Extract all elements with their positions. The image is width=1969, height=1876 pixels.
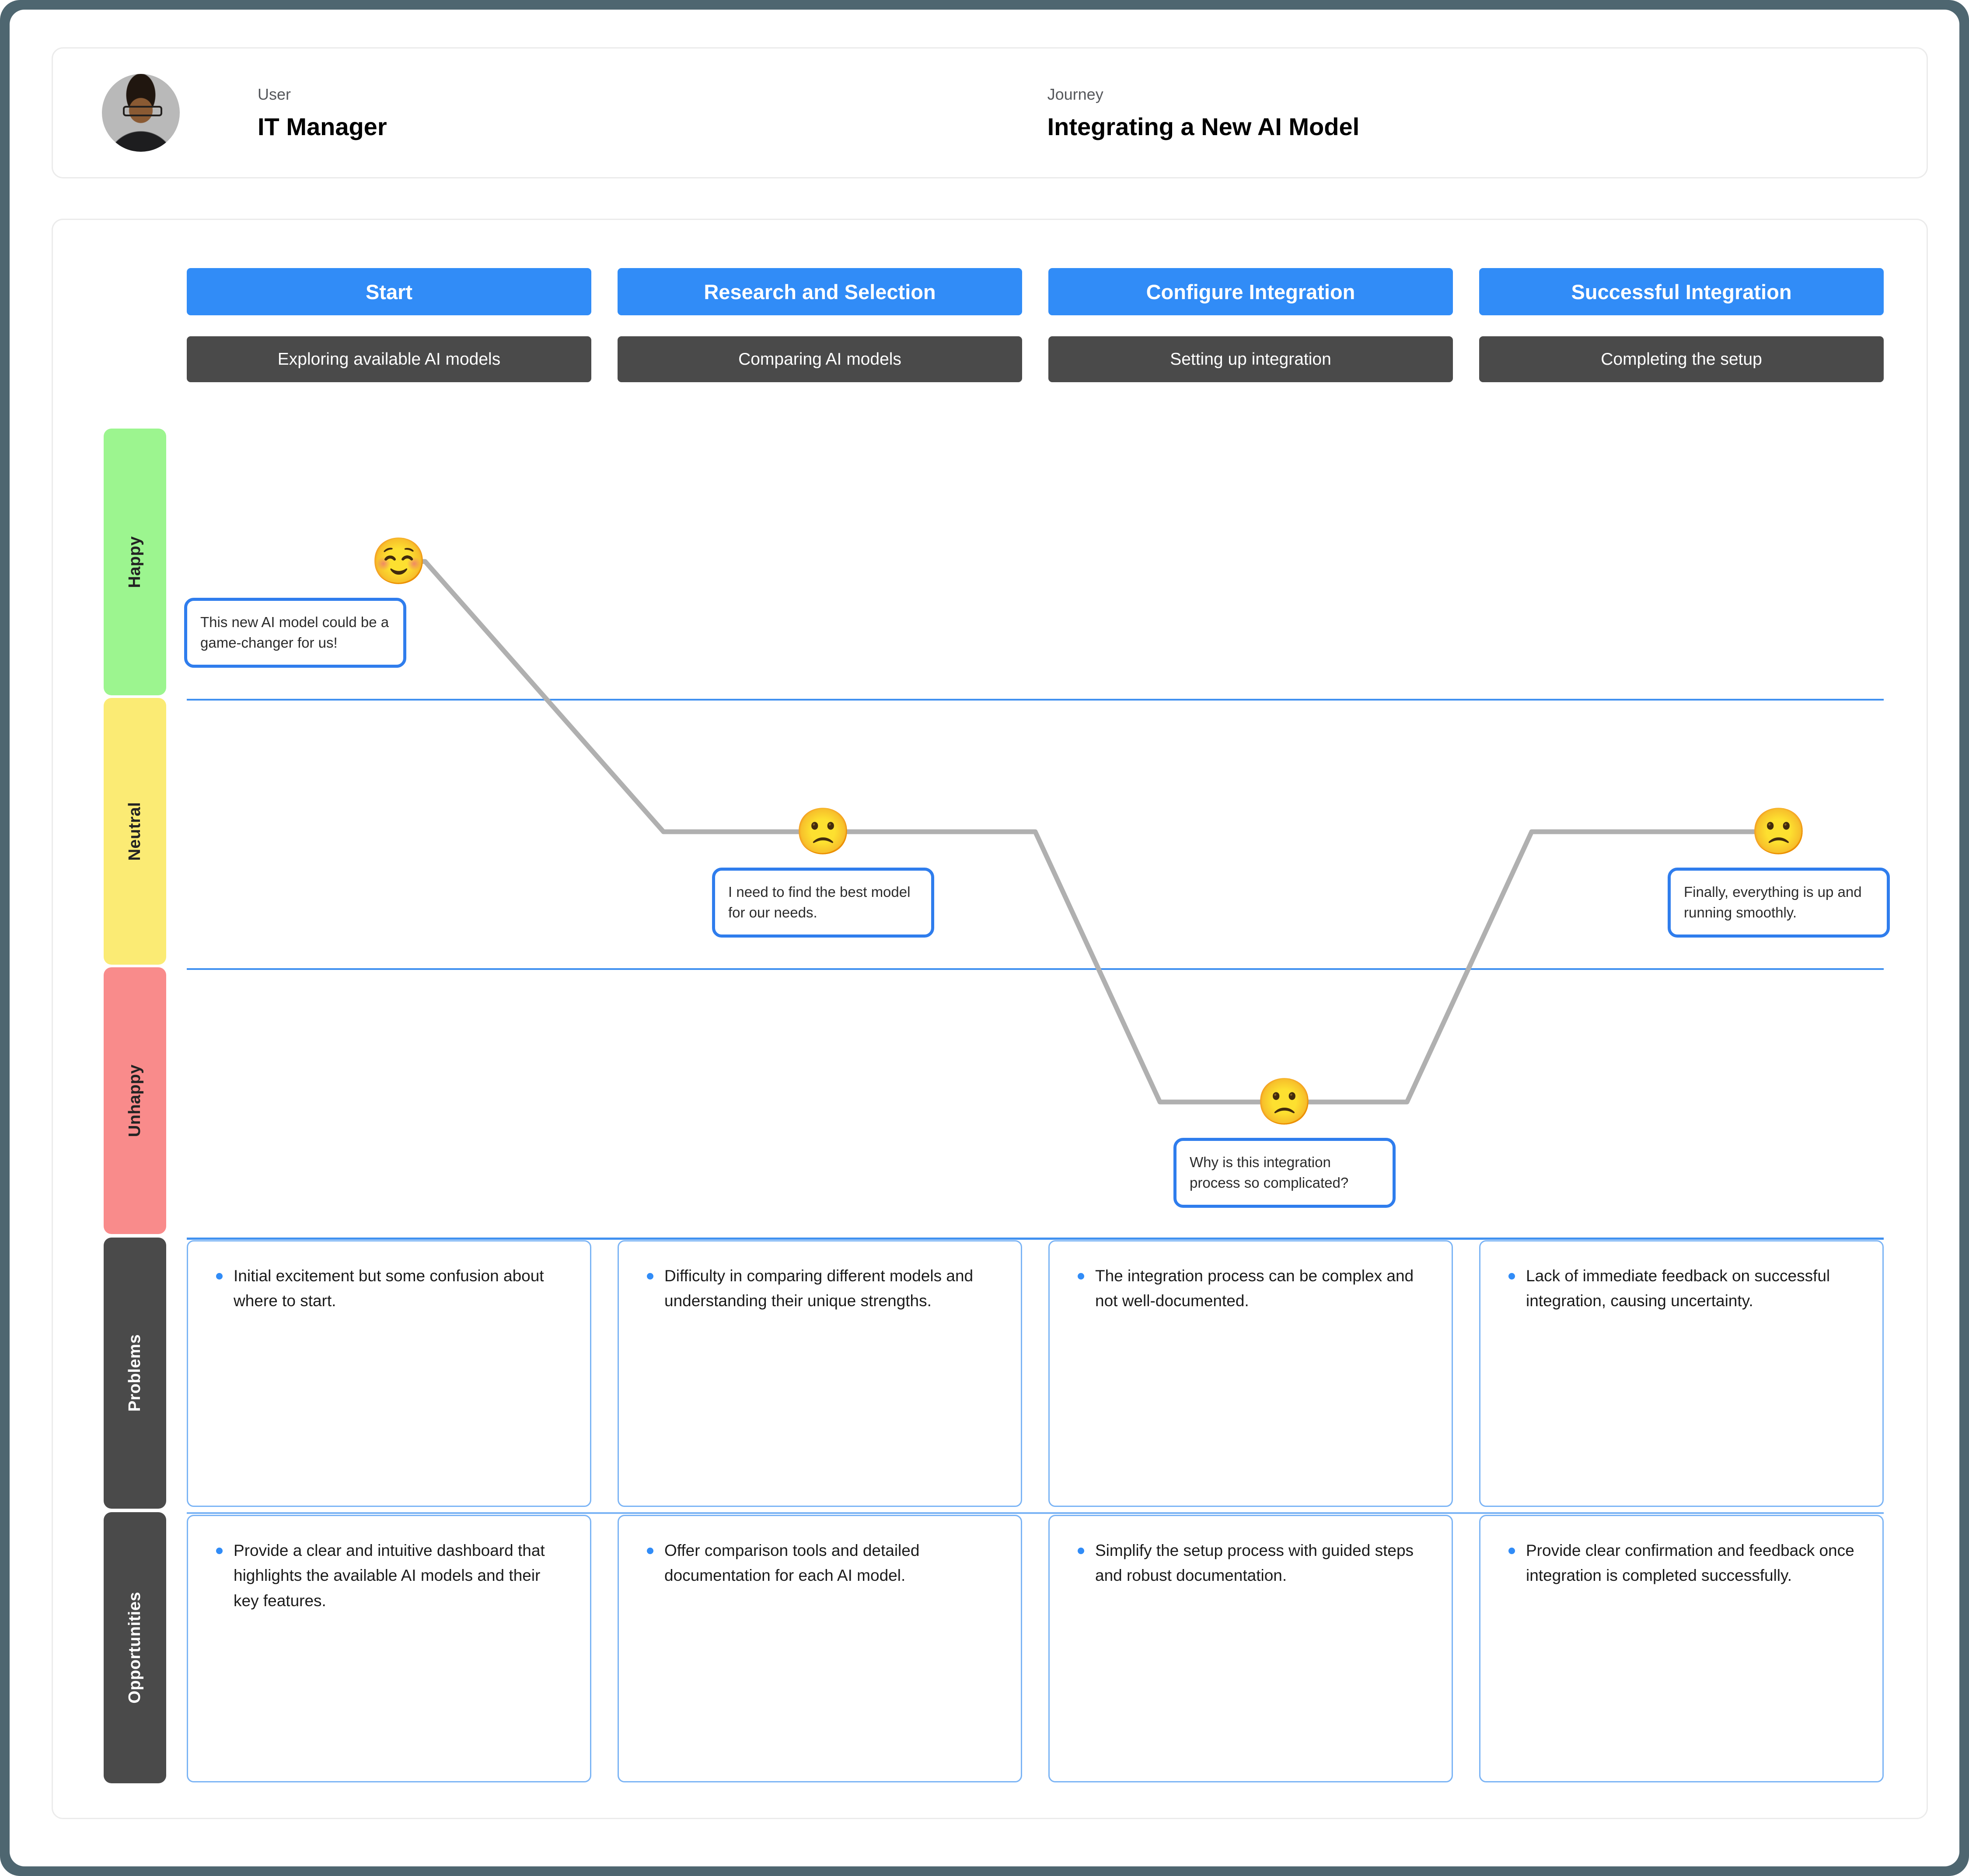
user-label: User	[258, 85, 291, 103]
quote-bubble-configure-integration[interactable]: Why is this integration process so compl…	[1173, 1138, 1396, 1208]
mood-marker-successful-integration[interactable]: 🙁	[1750, 806, 1807, 857]
problems-row: Initial excitement but some confusion ab…	[187, 1240, 1884, 1507]
user-value: IT Manager	[258, 113, 387, 140]
stage-title-4[interactable]: Successful Integration	[1479, 268, 1884, 315]
opportunities-cell-2: Offer comparison tools and detailed docu…	[618, 1515, 1022, 1782]
stage-column-1: Start Exploring available AI models	[187, 268, 591, 382]
mood-rail-neutral-label: Neutral	[126, 802, 144, 861]
problems-cell-1: Initial excitement but some confusion ab…	[187, 1240, 591, 1507]
section-rail-opportunities-label: Opportunities	[126, 1592, 144, 1704]
stage-subtitle-2[interactable]: Comparing AI models	[618, 336, 1022, 382]
opportunities-row: Provide a clear and intuitive dashboard …	[187, 1515, 1884, 1782]
problem-item: Difficulty in comparing different models…	[644, 1263, 995, 1314]
stage-column-4: Successful Integration Completing the se…	[1479, 268, 1884, 382]
stage-title-1[interactable]: Start	[187, 268, 591, 315]
opportunity-item: Provide clear confirmation and feedback …	[1506, 1538, 1857, 1588]
opportunities-cell-3: Simplify the setup process with guided s…	[1048, 1515, 1453, 1782]
journey-path-svg	[396, 559, 1781, 1105]
mood-marker-research-and-selection[interactable]: 🙁	[795, 806, 852, 857]
divider-happy-neutral	[187, 699, 1884, 701]
problems-cell-4: Lack of immediate feedback on successful…	[1479, 1240, 1884, 1507]
mood-rail-happy-label: Happy	[126, 536, 144, 588]
stage-subtitle-1[interactable]: Exploring available AI models	[187, 336, 591, 382]
section-rail-problems: Problems	[104, 1238, 166, 1509]
stage-header-row: Start Exploring available AI models Rese…	[187, 268, 1884, 382]
stage-column-3: Configure Integration Setting up integra…	[1048, 268, 1453, 382]
journey-label: Journey	[1047, 85, 1103, 103]
quote-bubble-successful-integration[interactable]: Finally, everything is up and running sm…	[1668, 868, 1890, 938]
journey-title: Integrating a New AI Model	[1047, 113, 1360, 140]
mood-rail-neutral: Neutral	[104, 698, 166, 965]
problems-cell-3: The integration process can be complex a…	[1048, 1240, 1453, 1507]
opportunity-item: Offer comparison tools and detailed docu…	[644, 1538, 995, 1588]
divider-moods-problems	[187, 1238, 1884, 1240]
section-rail-problems-label: Problems	[126, 1334, 144, 1412]
divider-neutral-unhappy	[187, 968, 1884, 970]
stage-title-2[interactable]: Research and Selection	[618, 268, 1022, 315]
divider-problems-opportunities	[187, 1512, 1884, 1514]
app-canvas: User IT Manager Journey Integrating a Ne…	[10, 10, 1959, 1866]
quote-bubble-research-and-selection[interactable]: I need to find the best model for our ne…	[712, 868, 934, 938]
opportunities-cell-4: Provide clear confirmation and feedback …	[1479, 1515, 1884, 1782]
journey-mood-line	[396, 559, 1781, 1105]
quote-bubble-start[interactable]: This new AI model could be a game-change…	[184, 598, 406, 668]
stage-subtitle-3[interactable]: Setting up integration	[1048, 336, 1453, 382]
mood-rail-unhappy: Unhappy	[104, 967, 166, 1234]
user-avatar	[102, 74, 180, 152]
opportunity-item: Provide a clear and intuitive dashboard …	[213, 1538, 565, 1613]
journey-block: Journey Integrating a New AI Model	[1047, 87, 1360, 139]
mood-marker-configure-integration[interactable]: 🙁	[1256, 1077, 1313, 1127]
stage-title-3[interactable]: Configure Integration	[1048, 268, 1453, 315]
problem-item: Lack of immediate feedback on successful…	[1506, 1263, 1857, 1314]
stage-subtitle-4[interactable]: Completing the setup	[1479, 336, 1884, 382]
journey-header-card: User IT Manager Journey Integrating a Ne…	[52, 47, 1928, 178]
problems-cell-2: Difficulty in comparing different models…	[618, 1240, 1022, 1507]
mood-rail-unhappy-label: Unhappy	[126, 1064, 144, 1137]
journey-map-card: Start Exploring available AI models Rese…	[52, 219, 1928, 1819]
user-block: User IT Manager	[258, 87, 387, 139]
opportunities-cell-1: Provide a clear and intuitive dashboard …	[187, 1515, 591, 1782]
journey-plot: ☺️ 🙁 🙁 🙁 This new AI model could be a ga…	[184, 429, 1890, 1244]
opportunity-item: Simplify the setup process with guided s…	[1075, 1538, 1426, 1588]
stage-column-2: Research and Selection Comparing AI mode…	[618, 268, 1022, 382]
mood-marker-start[interactable]: ☺️	[370, 536, 427, 587]
section-rail-opportunities: Opportunities	[104, 1512, 166, 1783]
problem-item: The integration process can be complex a…	[1075, 1263, 1426, 1314]
problem-item: Initial excitement but some confusion ab…	[213, 1263, 565, 1314]
mood-rail-happy: Happy	[104, 429, 166, 695]
